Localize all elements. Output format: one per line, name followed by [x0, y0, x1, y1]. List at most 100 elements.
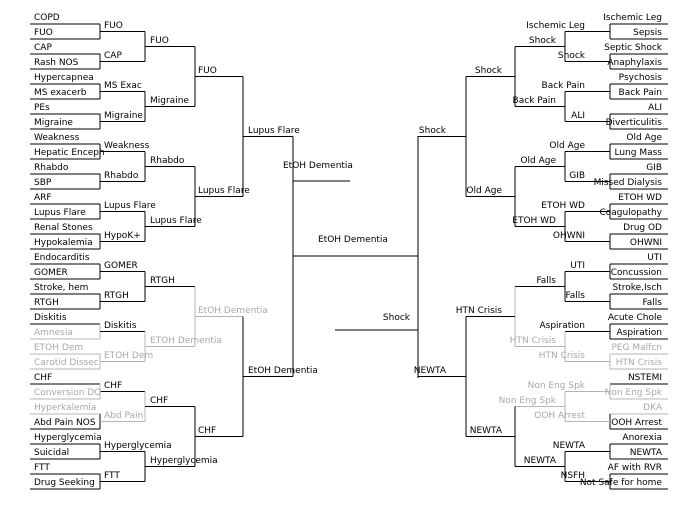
left-round1-entry: Hyperglycemia: [34, 433, 102, 443]
left-round2-entry: CAP: [104, 50, 122, 61]
right-round2-entry: Falls: [565, 290, 585, 301]
right-round4-entry: Shock: [474, 65, 502, 76]
left-round4-entry: CHF: [198, 425, 217, 436]
left-final-entry: EtOH Dementia: [283, 161, 353, 171]
left-round1-entry: CAP: [34, 43, 52, 53]
right-round1-entry: Acute Chole: [607, 313, 662, 323]
right-round2-entry: HTN Crisis: [538, 350, 585, 361]
right-round2-entry: Old Age: [549, 140, 585, 151]
right-round1-entry: Aspiration: [616, 328, 662, 338]
left-round2-entry: HypoK+: [104, 230, 141, 241]
left-round1-entry: Hypokalemia: [34, 238, 93, 248]
right-round1-entry: AF with RVR: [607, 463, 662, 473]
right-round1-entry: Back Pain: [618, 88, 662, 98]
left-round1-entry: SBP: [34, 178, 52, 188]
right-round2-entry: NEWTA: [552, 440, 585, 451]
left-round1-entry: ARF: [34, 193, 52, 203]
left-round2-entry: Lupus Flare: [104, 200, 156, 211]
left-round3-entry: RTGH: [150, 275, 175, 286]
left-round1-entry: Lupus Flare: [34, 208, 86, 218]
right-round1-entry: OHWNI: [629, 238, 662, 248]
right-round1-entry: PEG Malfcn: [611, 343, 662, 353]
right-round1-entry: Lung Mass: [614, 148, 663, 158]
right-round4-entry: HTN Crisis: [455, 305, 502, 316]
right-round1-entry: Drug OD: [623, 223, 662, 233]
right-round2-entry: Ischemic Leg: [526, 20, 585, 31]
right-round2-entry: Non Eng Spk: [527, 380, 585, 391]
right-round1-entry: HTN Crisis: [615, 358, 662, 368]
right-round1-entry: Coagulopathy: [599, 208, 662, 218]
right-round2-entry: UTI: [570, 260, 585, 271]
left-round2-entry: Abd Pain: [104, 410, 144, 421]
right-round1-entry: Missed Dialysis: [593, 178, 662, 188]
left-round4-entry: EtOH Dementia: [198, 305, 268, 316]
left-round3-entry: Lupus Flare: [150, 215, 202, 226]
left-round3-entry: CHF: [150, 395, 169, 406]
right-round1-entry: ETOH WD: [618, 193, 662, 203]
right-round2-entry: OOH Arrest: [534, 410, 585, 421]
left-round1-entry: COPD: [34, 13, 60, 23]
left-round3-entry: Migraine: [150, 95, 189, 106]
right-round2-entry: ETOH WD: [541, 200, 585, 211]
left-round1-entry: Endocarditis: [34, 253, 90, 263]
right-round2-entry: NSFH: [560, 470, 585, 481]
right-round1-entry: Falls: [642, 298, 662, 308]
left-round1-entry: Weakness: [34, 133, 80, 143]
left-round1-entry: Rhabdo: [34, 163, 69, 173]
champion-entry: EtOH Dementia: [318, 235, 388, 245]
right-round1-entry: Non Eng Spk: [604, 388, 662, 398]
left-round1-entry: GOMER: [34, 268, 68, 278]
right-round3-entry: HTN Crisis: [509, 335, 556, 346]
right-round1-entry: NEWTA: [629, 448, 662, 458]
right-round3-entry: Shock: [528, 35, 556, 46]
right-round3-entry: ETOH WD: [512, 215, 556, 226]
left-round1-entry: Suicidal: [34, 448, 70, 458]
left-round1-entry: ETOH Dem: [34, 343, 84, 353]
left-round1-entry: Rash NOS: [34, 58, 79, 68]
right-round2-entry: Shock: [557, 50, 585, 61]
left-round2-entry: RTGH: [104, 290, 129, 301]
right-round1-entry: ALI: [648, 103, 662, 113]
right-round1-entry: OOH Arrest: [611, 418, 662, 428]
left-round1-entry: Carotid Dissec: [34, 358, 99, 368]
left-round1-entry: FUO: [34, 28, 53, 38]
left-round1-entry: Diskitis: [34, 313, 67, 323]
right-round1-entry: Psychosis: [618, 73, 662, 83]
left-round1-entry: Amnesia: [34, 328, 73, 338]
left-round1-entry: RTGH: [34, 298, 59, 308]
right-final-entry: Shock: [382, 313, 410, 323]
right-round1-entry: Anaphylaxis: [607, 58, 662, 68]
right-round1-entry: DKA: [643, 403, 662, 413]
right-round1-entry: Not Safe for home: [579, 478, 662, 488]
left-round5-entry: Lupus Flare: [248, 125, 300, 136]
right-round1-entry: Sepsis: [633, 28, 662, 38]
left-round2-entry: CHF: [104, 380, 123, 391]
left-round2-entry: Rhabdo: [104, 170, 139, 181]
left-round2-entry: Diskitis: [104, 320, 137, 331]
right-round1-entry: NSTEMI: [627, 373, 662, 383]
left-round3-entry: Hyperglycemia: [150, 455, 218, 466]
left-round1-entry: Abd Pain NOS: [34, 418, 96, 428]
right-round4-entry: NEWTA: [469, 425, 502, 436]
right-round2-entry: Back Pain: [541, 80, 585, 91]
left-round2-entry: FTT: [104, 470, 120, 481]
left-round1-entry: Stroke, hem: [34, 283, 89, 293]
left-round1-entry: FTT: [34, 463, 50, 473]
left-round1-entry: Conversion DO: [34, 388, 102, 398]
left-round3-entry: Rhabdo: [150, 155, 185, 166]
right-round5-entry: NEWTA: [413, 365, 446, 376]
right-round3-entry: Back Pain: [512, 95, 556, 106]
right-round1-entry: UTI: [647, 253, 662, 263]
left-round4-entry: FUO: [198, 65, 217, 76]
right-round3-entry: Old Age: [520, 155, 556, 166]
left-round1-entry: Drug Seeking: [34, 478, 95, 488]
left-round2-entry: GOMER: [104, 260, 138, 271]
right-round1-entry: Ischemic Leg: [603, 13, 662, 23]
left-round1-entry: PEs: [34, 103, 50, 113]
right-round1-entry: Stroke,Isch: [612, 283, 662, 293]
left-round1-entry: Hypercapnea: [34, 73, 94, 83]
left-round3-entry: FUO: [150, 35, 169, 46]
right-round2-entry: Aspiration: [539, 320, 585, 331]
